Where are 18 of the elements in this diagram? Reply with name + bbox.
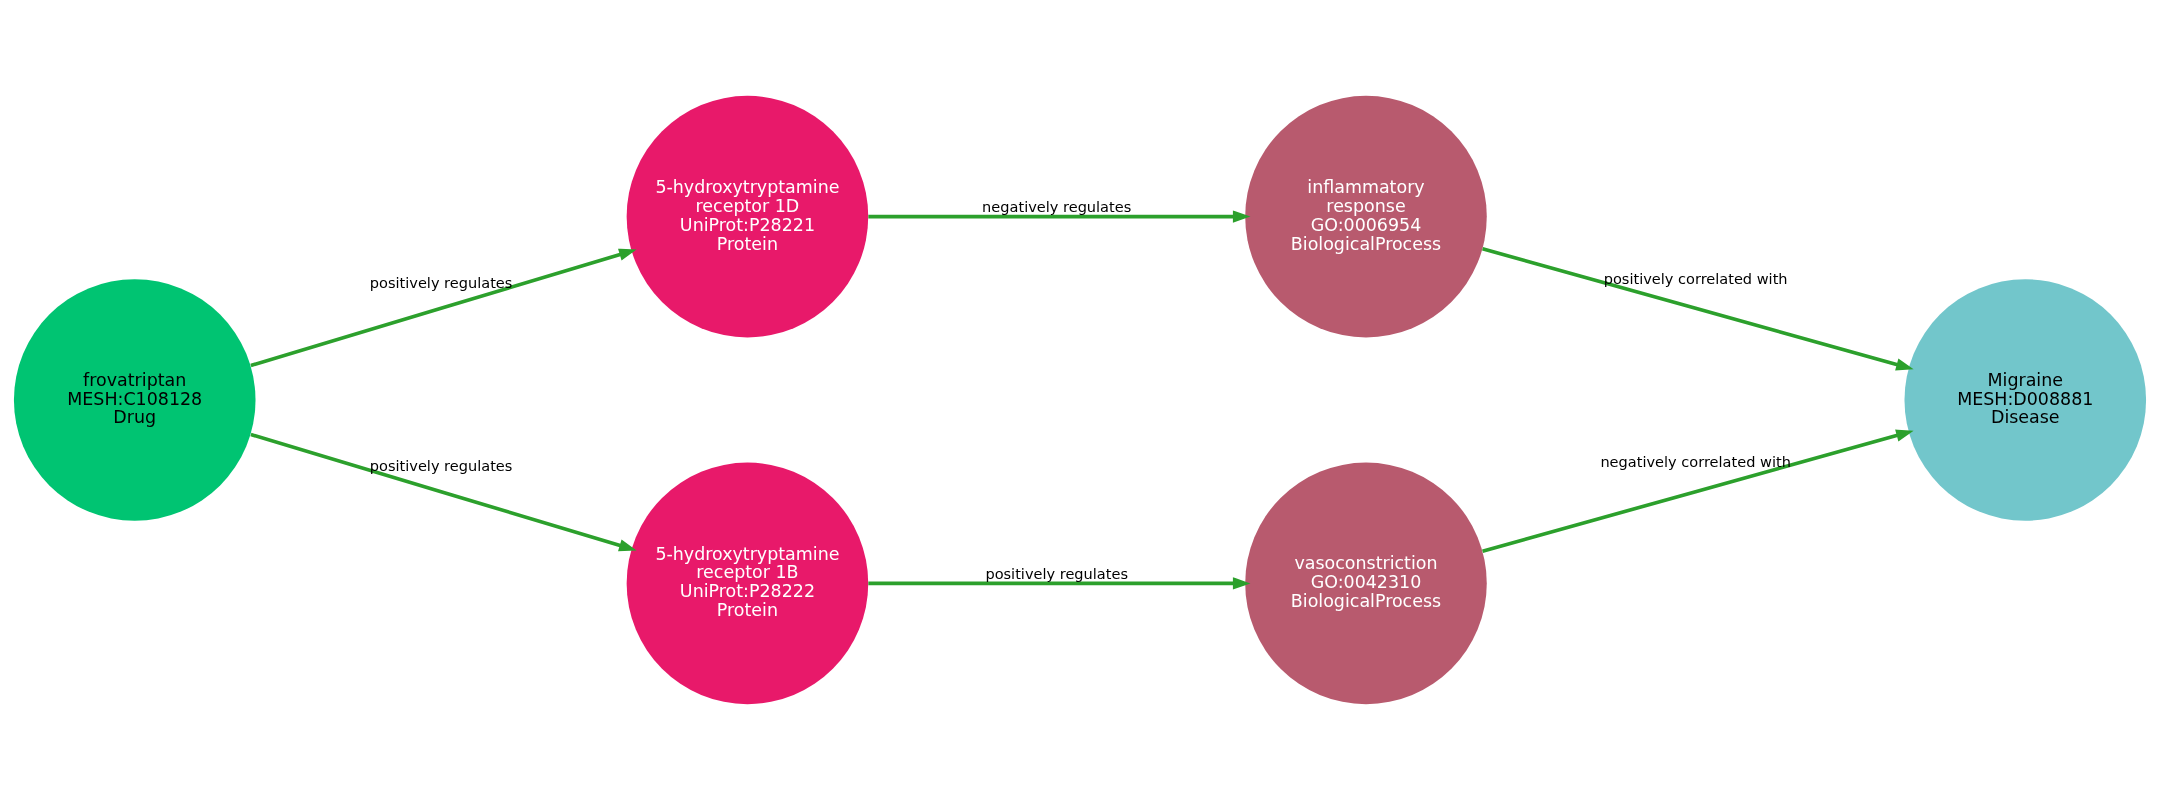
arrow [868,577,1251,590]
node-circle: 5-hydroxytryptamine receptor 1D UniProt:P28221 Protein [626,95,869,338]
edge-label: positively regulates [985,565,1129,583]
node-circle: inflammatory response GO:0006954 BiologicalProcess [1245,95,1487,338]
edge-label: positively correlated with [1603,269,1788,287]
arrow [250,432,637,552]
edge-label: positively regulates [369,273,513,291]
node-circle: Migraine MESH:D008881 Disease [1904,279,2147,521]
node-circle: frovatriptan MESH:C108128 Drug [13,279,256,521]
edge-label: negatively regulates [982,198,1132,216]
node-circle: 5-hydroxytryptamine receptor 1B UniProt:P28222 Protein [626,462,869,705]
arrow [868,210,1251,223]
arrow [1482,247,1914,371]
edge-label: positively regulates [369,457,513,475]
node-circle: vasoconstriction GO:0042310 BiologicalProcess [1245,462,1487,705]
arrow [1482,429,1914,553]
edge-label: negatively correlated with [1600,452,1791,470]
arrow [250,248,637,368]
